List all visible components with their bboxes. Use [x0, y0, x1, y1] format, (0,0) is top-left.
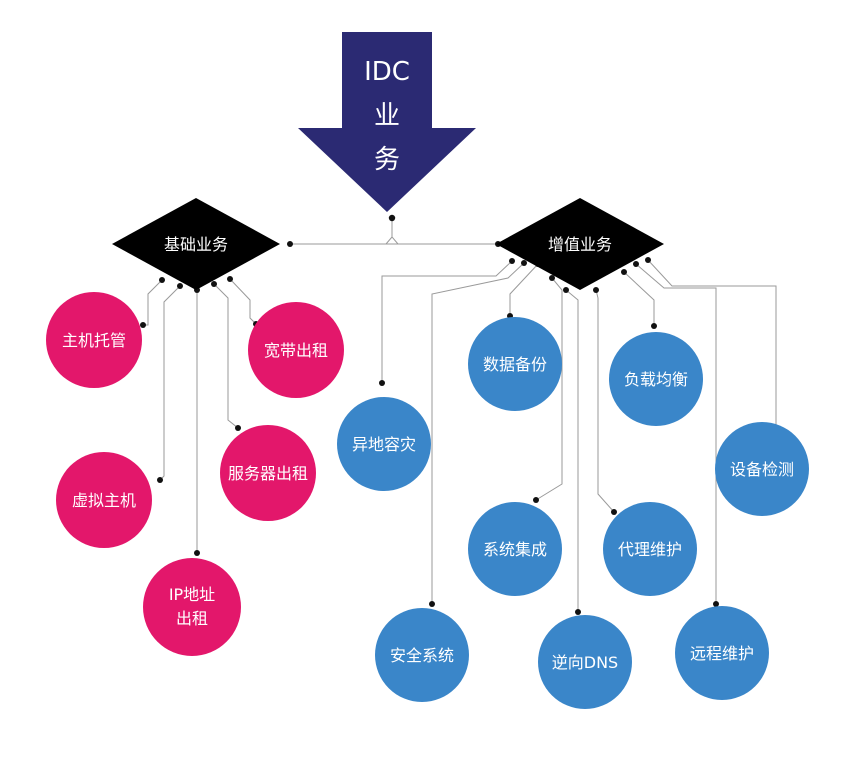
service-node-system-integration: 系统集成 [468, 502, 562, 596]
service-label: 负载均衡 [624, 370, 688, 389]
service-node-device-inspection: 设备检测 [715, 422, 809, 516]
category-value-added-diamond [496, 198, 664, 290]
category-value-added: 增值业务 [496, 198, 664, 290]
service-label: 异地容灾 [352, 435, 416, 454]
service-label-line2: 出租 [176, 609, 208, 628]
connector-dots [140, 214, 779, 615]
root-title-line1: IDC [364, 57, 410, 87]
service-label: 服务器出租 [228, 464, 308, 483]
service-node-ip-rental: IP地址 出租 [143, 558, 241, 656]
service-node-load-balancing: 负载均衡 [609, 332, 703, 426]
root-arrow: IDC 业 务 [298, 32, 476, 212]
basic-service-nodes: 主机托管 宽带出租 服务器出租 虚拟主机 IP地址 出租 [46, 292, 344, 656]
category-basic: 基础业务 [112, 198, 280, 290]
service-node-disaster-recovery: 异地容灾 [337, 397, 431, 491]
service-node-data-backup: 数据备份 [468, 317, 562, 411]
value-service-nodes: 数据备份 负载均衡 异地容灾 设备检测 系统集成 代理维护 安全系统 逆向DN [337, 317, 809, 709]
service-node-virtual-host: 虚拟主机 [56, 452, 152, 548]
category-basic-label: 基础业务 [164, 235, 228, 254]
service-label: 设备检测 [730, 460, 794, 479]
root-title-line2: 业 [374, 101, 400, 131]
service-label: 远程维护 [690, 644, 754, 663]
service-label: 代理维护 [618, 540, 682, 559]
service-node-agent-maintenance: 代理维护 [603, 502, 697, 596]
service-label: 系统集成 [483, 540, 547, 559]
service-label: 安全系统 [390, 646, 454, 665]
service-node-server-rental: 服务器出租 [220, 425, 316, 521]
service-label: 主机托管 [62, 331, 126, 350]
connector-lines [143, 215, 777, 612]
root-arrow-shape [298, 32, 476, 212]
service-label: 虚拟主机 [72, 491, 136, 510]
service-label: 逆向DNS [552, 653, 618, 672]
service-label: 数据备份 [483, 355, 547, 374]
service-label-line1: IP地址 [169, 585, 215, 604]
service-label: 宽带出租 [264, 341, 328, 360]
service-node-reverse-dns: 逆向DNS [538, 615, 632, 709]
category-basic-diamond [112, 198, 280, 290]
service-node-security-system: 安全系统 [375, 608, 469, 702]
category-value-added-label: 增值业务 [548, 235, 612, 254]
service-node-hosting: 主机托管 [46, 292, 142, 388]
root-title-line3: 务 [374, 145, 400, 175]
service-node-bandwidth: 宽带出租 [248, 302, 344, 398]
service-node-remote-maintenance: 远程维护 [675, 606, 769, 700]
